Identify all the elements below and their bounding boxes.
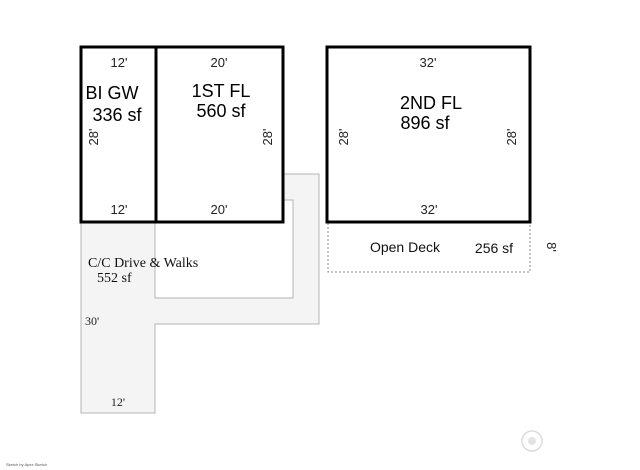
garage-top-dimension: 12' xyxy=(111,55,128,70)
second-floor-area: 896 sf xyxy=(400,113,450,133)
second-floor-left-dimension: 28' xyxy=(336,129,351,146)
deck-side-dimension: 8' xyxy=(544,242,559,252)
first-floor-side-dimension: 28' xyxy=(260,129,275,146)
deck-name: Open Deck xyxy=(370,239,441,255)
first-floor-name: 1ST FL xyxy=(192,81,251,101)
watermark-logo-icon xyxy=(521,430,543,452)
first-floor-room xyxy=(154,45,285,224)
first-floor-area: 560 sf xyxy=(196,101,246,121)
drive-side-dimension: 30' xyxy=(85,314,99,328)
second-floor-right-dimension: 28' xyxy=(504,129,519,146)
drive-area: 552 sf xyxy=(97,271,132,286)
drive-name: C/C Drive & Walks xyxy=(88,256,198,271)
second-floor-top-dimension: 32' xyxy=(420,55,437,70)
garage-name: BI GW xyxy=(86,83,139,103)
garage-bottom-dimension: 12' xyxy=(111,202,128,217)
first-floor-bottom-dimension: 20' xyxy=(211,202,228,217)
deck-area: 256 sf xyxy=(475,240,513,256)
second-floor-room xyxy=(325,45,532,224)
garage-area: 336 sf xyxy=(92,105,142,125)
garage-side-dimension: 28' xyxy=(86,129,101,146)
drive-bottom-dimension: 12' xyxy=(111,395,125,409)
second-floor-bottom-dimension: 32' xyxy=(421,202,438,217)
first-floor-top-dimension: 20' xyxy=(211,55,228,70)
sketch-credit: Sketch by Apex Sketch xyxy=(6,462,47,467)
second-floor-name: 2ND FL xyxy=(400,93,462,113)
